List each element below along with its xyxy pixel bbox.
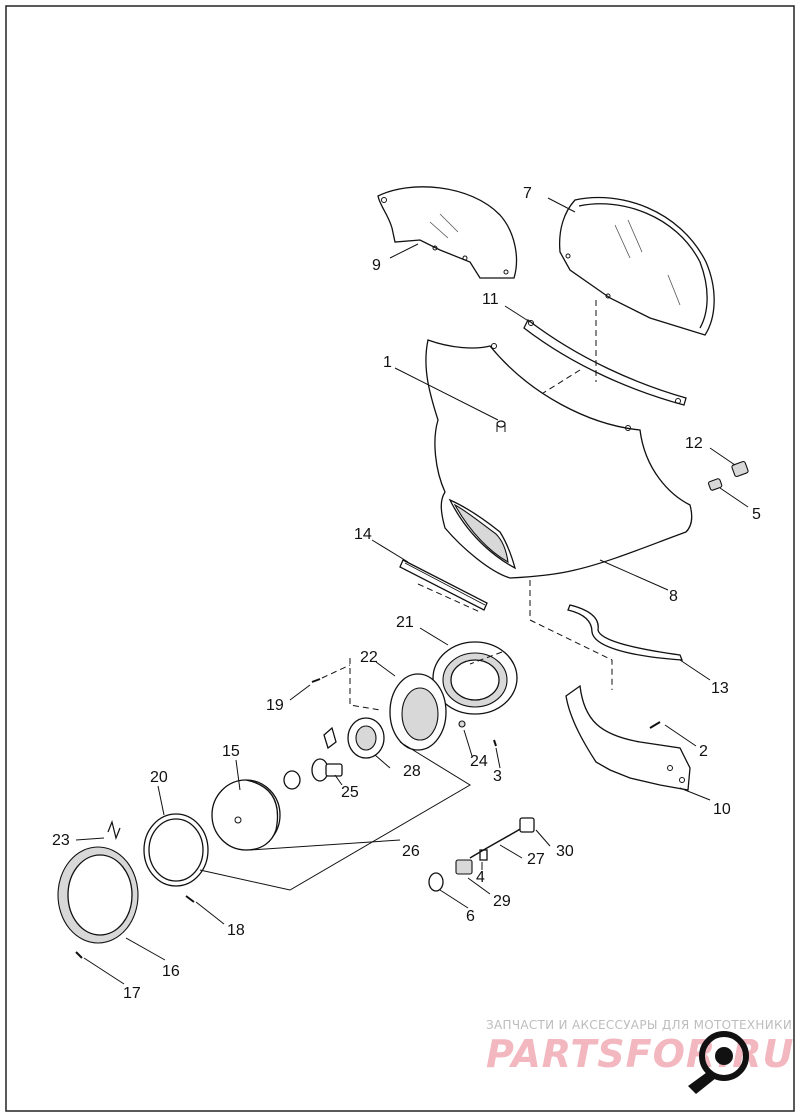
part-fairing <box>425 339 693 579</box>
callout-8: 8 <box>669 588 678 605</box>
part-bulb-small <box>428 872 444 892</box>
part-socket <box>455 859 473 875</box>
callout-2: 2 <box>699 743 708 760</box>
callout-1: 1 <box>383 354 392 371</box>
callout-12: 12 <box>685 435 703 452</box>
part-wellnut-5 <box>708 478 723 491</box>
callout-14: 14 <box>354 526 372 543</box>
callout-25: 25 <box>341 784 359 801</box>
callout-10: 10 <box>713 801 731 818</box>
part-spring <box>107 820 121 840</box>
part-trim-ring <box>57 846 139 944</box>
callout-6: 6 <box>466 908 475 925</box>
callout-22: 22 <box>360 649 378 666</box>
callout-3: 3 <box>493 768 502 785</box>
part-windshield-small <box>377 186 518 279</box>
callout-19: 19 <box>266 697 284 714</box>
part-headlamp-housing <box>432 641 518 715</box>
part-windshield-trim <box>523 319 687 406</box>
callout-numbers: 1 2 3 4 5 6 7 8 9 10 11 12 13 14 15 16 1… <box>52 185 761 1002</box>
part-mount-bracket <box>565 684 691 791</box>
part-screw-3 <box>493 739 497 747</box>
callout-24: 24 <box>470 753 488 770</box>
part-bracket-strip <box>567 604 683 661</box>
callout-11: 11 <box>482 291 499 308</box>
part-bulb <box>311 726 343 782</box>
watermark: ЗАПЧАСТИ И АКСЕССУАРЫ ДЛЯ МОТОТЕХНИКИ PA… <box>486 1018 793 1098</box>
callout-18: 18 <box>227 922 245 939</box>
callout-21: 21 <box>396 614 414 631</box>
part-knob-12 <box>731 460 749 478</box>
callout-17: 17 <box>123 985 141 1002</box>
part-screw-2 <box>649 721 661 729</box>
callout-29: 29 <box>493 893 511 910</box>
callout-5: 5 <box>752 506 761 523</box>
callout-23: 23 <box>52 832 70 849</box>
part-adjuster <box>347 717 385 759</box>
callout-26: 26 <box>402 843 420 860</box>
part-screw-24 <box>458 720 466 728</box>
callout-9: 9 <box>372 257 381 274</box>
callout-leaders <box>75 197 749 985</box>
part-screw-17 <box>75 951 83 959</box>
callout-15: 15 <box>222 743 240 760</box>
watermark-caption: ЗАПЧАСТИ И АКСЕССУАРЫ ДЛЯ МОТОТЕХНИКИ <box>486 1018 793 1032</box>
part-screw-1 <box>496 420 506 432</box>
part-sealed-beam <box>211 770 301 851</box>
part-harness <box>469 817 535 859</box>
callout-4: 4 <box>476 869 485 886</box>
part-screw-18 <box>185 895 195 903</box>
part-screw-19 <box>311 678 321 683</box>
motorcycle-wheel-icon <box>688 1031 749 1094</box>
callout-30: 30 <box>556 843 574 860</box>
callout-7: 7 <box>523 185 532 202</box>
callout-28: 28 <box>403 763 421 780</box>
callout-20: 20 <box>150 769 168 786</box>
part-retaining-ring <box>143 813 209 887</box>
part-mounting-ring <box>389 673 447 751</box>
part-edge-trim <box>399 559 488 611</box>
part-windshield-large <box>558 196 715 336</box>
callout-16: 16 <box>162 963 180 980</box>
callout-27: 27 <box>527 851 545 868</box>
callout-13: 13 <box>711 680 729 697</box>
